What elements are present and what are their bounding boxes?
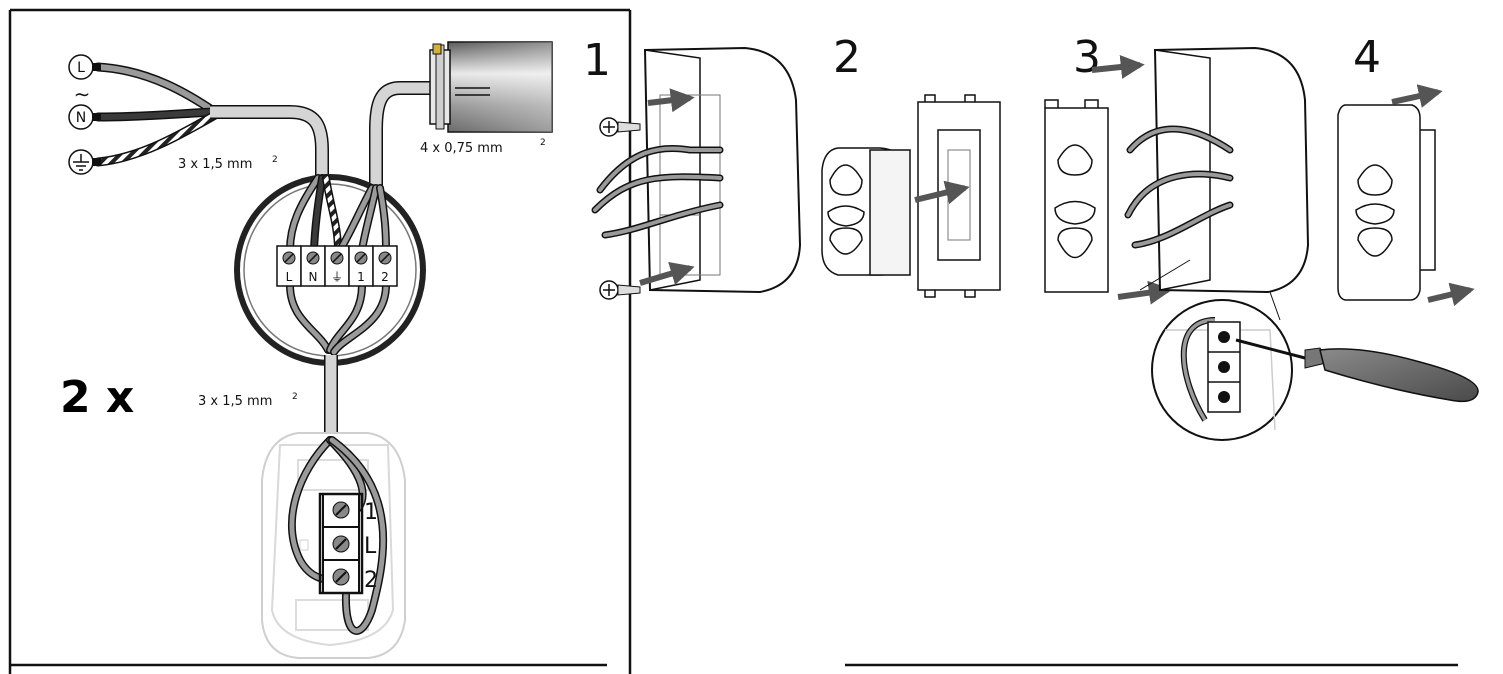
- motor-cable-label: 4 x 0,75 mm: [420, 141, 503, 156]
- step-2-switch-insert: [821, 147, 911, 276]
- junction-terminal-earth: ⏚: [331, 270, 343, 284]
- supply-cable: [210, 105, 329, 175]
- live-symbol: L: [68, 54, 94, 80]
- screw-icon: [599, 117, 641, 137]
- switch-cable-label: 3 x 1,5 mm: [198, 394, 272, 409]
- step-3-number: 3: [1073, 32, 1101, 83]
- step-1-wall-box: [591, 46, 802, 300]
- switch-terminal-2: 2: [364, 568, 378, 593]
- left-panel-frame: [8, 8, 1458, 674]
- wall-switch: 1 L 2: [261, 432, 406, 659]
- switch-cable-sup: 2: [292, 392, 298, 402]
- switch-terminal-block: 1 L 2: [318, 492, 378, 595]
- supply-wires: [92, 62, 220, 167]
- motor-cable: [369, 81, 430, 185]
- ac-tilde: ∼: [74, 82, 91, 106]
- neutral-label: N: [76, 110, 86, 126]
- screwdriver-icon: [1235, 338, 1479, 403]
- supply-cable-label: 3 x 1,5 mm: [178, 157, 252, 172]
- live-label: L: [77, 60, 85, 76]
- switch-terminal-l: L: [364, 534, 377, 559]
- step-4-number: 4: [1353, 32, 1381, 83]
- step-1-number: 1: [583, 35, 611, 86]
- supply-cable-sup: 2: [272, 155, 278, 165]
- step-2-number: 2: [833, 32, 861, 83]
- neutral-symbol: N: [68, 104, 94, 130]
- motor-tube: [429, 41, 553, 133]
- switch-terminal-1: 1: [364, 500, 378, 525]
- earth-icon: [68, 149, 94, 175]
- junction-terminal-block: L N ⏚ 1 2: [276, 245, 398, 287]
- motor-cable-sup: 2: [540, 138, 546, 148]
- step-3-assembly: [1044, 46, 1310, 321]
- terminal-detail-magnifier: [1151, 299, 1479, 441]
- quantity-label: 2 x: [60, 372, 134, 423]
- step-4-cover-plate: [1337, 84, 1475, 307]
- step-2-mounting-frame: [914, 94, 1001, 298]
- screw-icon: [599, 280, 641, 300]
- junction-terminal-n: N: [309, 270, 318, 284]
- junction-terminal-1: 1: [357, 270, 365, 284]
- junction-terminal-l: L: [286, 270, 293, 284]
- junction-terminal-2: 2: [381, 270, 389, 284]
- junction-box: L N ⏚ 1 2: [234, 174, 426, 366]
